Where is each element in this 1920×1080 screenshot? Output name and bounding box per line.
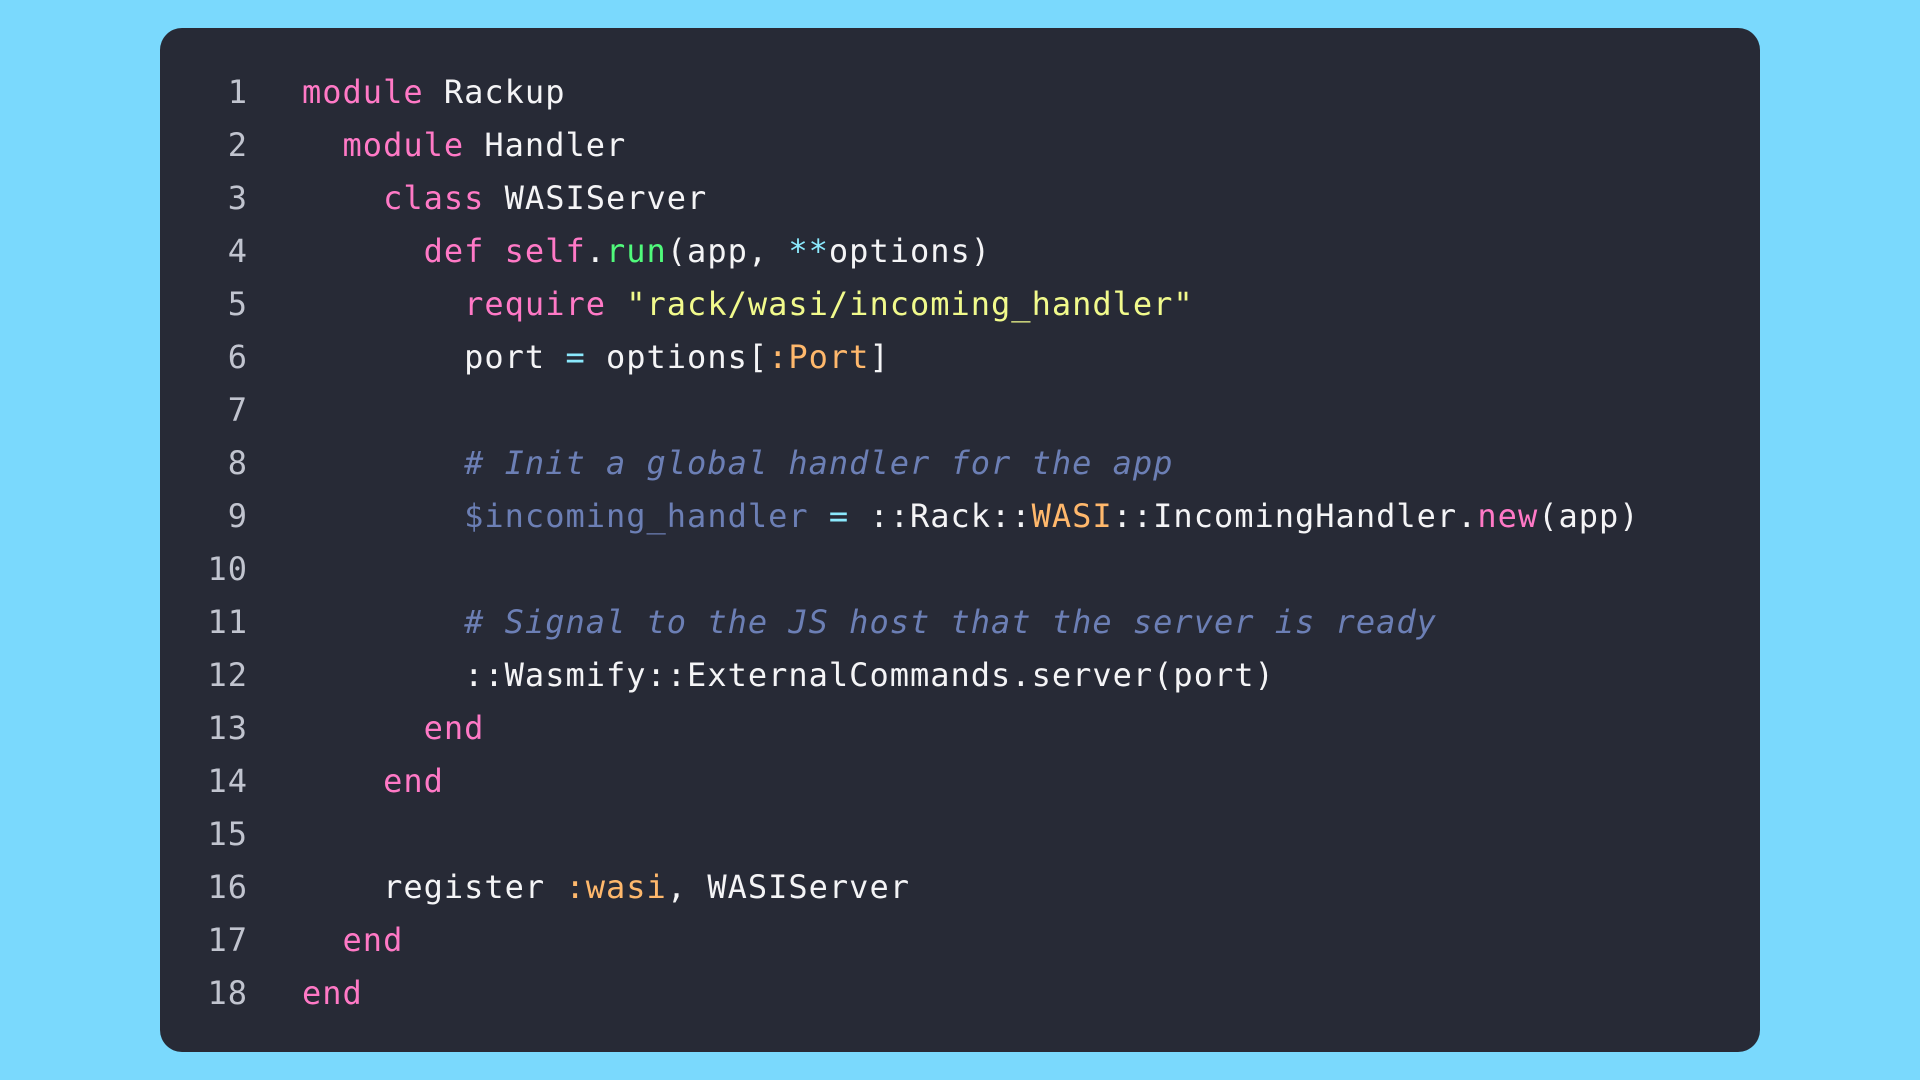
line-code: register :wasi, WASIServer xyxy=(302,861,910,914)
code-token: WASIServer xyxy=(484,179,708,217)
line-code: def self.run(app, **options) xyxy=(302,225,991,278)
line-number: 14 xyxy=(207,762,248,800)
line-number: 5 xyxy=(227,285,248,323)
line-number: 4 xyxy=(227,232,248,270)
line-number: 10 xyxy=(207,550,248,588)
line-number: 12 xyxy=(207,656,248,694)
code-token: ::Wasmify::ExternalCommands.server(port) xyxy=(302,656,1275,694)
line-code: end xyxy=(302,702,484,755)
line-code: # Signal to the JS host that the server … xyxy=(302,596,1437,649)
code-token: # Signal to the JS host that the server … xyxy=(302,603,1437,641)
code-line: 12 ::Wasmify::ExternalCommands.server(po… xyxy=(160,649,1760,702)
line-code: require "rack/wasi/incoming_handler" xyxy=(302,278,1194,331)
line-number: 1 xyxy=(227,73,248,111)
code-token: # Init a global handler for the app xyxy=(302,444,1174,482)
code-token: module xyxy=(302,126,465,164)
line-code: module Rackup xyxy=(302,66,565,119)
code-token: run xyxy=(605,232,667,270)
line-number: 17 xyxy=(207,921,248,959)
code-token: (app, xyxy=(666,232,789,270)
code-token: end xyxy=(302,709,485,747)
code-token: new xyxy=(1477,497,1539,535)
line-code: end xyxy=(302,967,363,1020)
code-token: options[ xyxy=(585,338,769,376)
line-number: 6 xyxy=(227,338,248,376)
code-token: , WASIServer xyxy=(666,868,910,906)
code-token: (app) xyxy=(1538,497,1640,535)
code-token: ::IncomingHandler. xyxy=(1112,497,1478,535)
code-line: 14 end xyxy=(160,755,1760,808)
line-code: port = options[:Port] xyxy=(302,331,890,384)
code-line: 2 module Handler xyxy=(160,119,1760,172)
code-token: ** xyxy=(788,232,829,270)
line-number: 11 xyxy=(207,603,248,641)
code-line: 9 $incoming_handler = ::Rack::WASI::Inco… xyxy=(160,490,1760,543)
code-token: ::Rack:: xyxy=(849,497,1032,535)
code-token: = xyxy=(828,497,850,535)
code-token: ] xyxy=(869,338,890,376)
line-code: ::Wasmify::ExternalCommands.server(port) xyxy=(302,649,1275,702)
line-code: module Handler xyxy=(302,119,626,172)
code-line: 18 end xyxy=(160,967,1760,1020)
code-token: :Port xyxy=(768,338,870,376)
line-code: end xyxy=(302,914,403,967)
code-line: 6 port = options[:Port] xyxy=(160,331,1760,384)
code-token: port xyxy=(302,338,566,376)
code-token: register xyxy=(302,868,566,906)
code-token: end xyxy=(302,762,444,800)
code-token: :wasi xyxy=(565,868,667,906)
code-token: = xyxy=(565,338,586,376)
code-line: 16 register :wasi, WASIServer xyxy=(160,861,1760,914)
line-number: 15 xyxy=(207,815,248,853)
code-line: 5 require "rack/wasi/incoming_handler" xyxy=(160,278,1760,331)
line-number: 13 xyxy=(207,709,248,747)
code-token: require xyxy=(302,285,606,323)
code-line: 10 xyxy=(160,543,1760,596)
line-code: class WASIServer xyxy=(302,172,707,225)
code-token: module xyxy=(302,73,424,111)
code-token: Rackup xyxy=(423,73,566,111)
line-number: 2 xyxy=(227,126,248,164)
line-number: 18 xyxy=(207,974,248,1012)
code-token: WASI xyxy=(1031,497,1113,535)
code-token: Handler xyxy=(464,126,627,164)
code-token: end xyxy=(302,921,404,959)
code-line: 3 class WASIServer xyxy=(160,172,1760,225)
code-line: 17 end xyxy=(160,914,1760,967)
code-token: . xyxy=(585,232,606,270)
code-line: 4 def self.run(app, **options) xyxy=(160,225,1760,278)
code-line: 13 end xyxy=(160,702,1760,755)
line-code: end xyxy=(302,755,444,808)
line-code: $incoming_handler = ::Rack::WASI::Incomi… xyxy=(302,490,1640,543)
code-line: 11 # Signal to the JS host that the serv… xyxy=(160,596,1760,649)
code-line: 1 module Rackup xyxy=(160,66,1760,119)
line-number: 8 xyxy=(227,444,248,482)
code-line: 8 # Init a global handler for the app xyxy=(160,437,1760,490)
code-token: end xyxy=(302,974,363,1012)
code-line: 15 xyxy=(160,808,1760,861)
code-token: class xyxy=(302,179,485,217)
line-code: # Init a global handler for the app xyxy=(302,437,1173,490)
code-token: $incoming_handler xyxy=(302,497,829,535)
line-number: 16 xyxy=(207,868,248,906)
code-token: "rack/wasi/incoming_handler" xyxy=(605,285,1194,323)
code-token: def self xyxy=(302,232,586,270)
code-token: options) xyxy=(828,232,992,270)
line-number: 7 xyxy=(227,391,248,429)
line-number: 9 xyxy=(227,497,248,535)
line-number: 3 xyxy=(227,179,248,217)
code-line: 7 xyxy=(160,384,1760,437)
